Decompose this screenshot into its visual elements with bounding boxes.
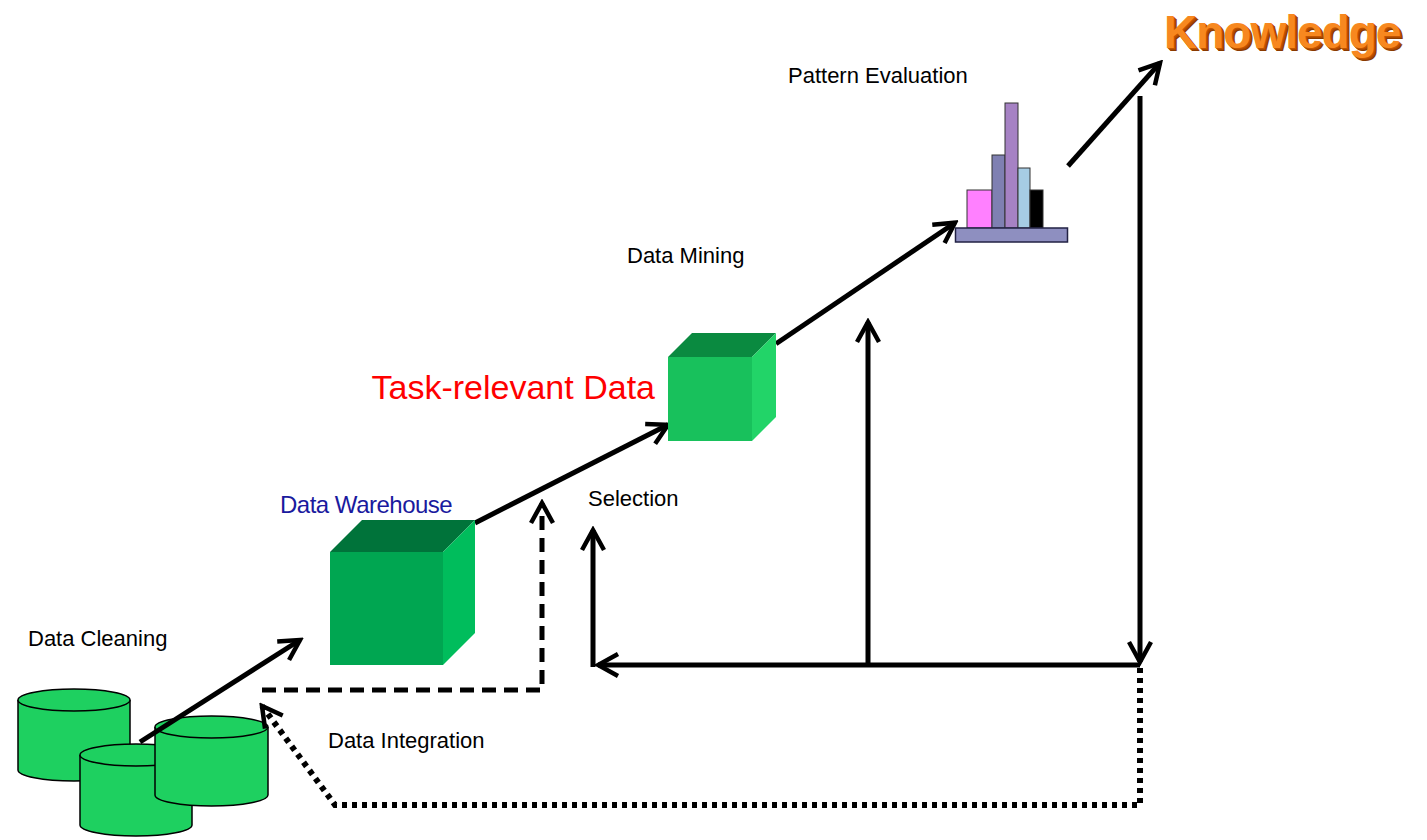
chart-bar xyxy=(1030,190,1043,228)
process-arrow xyxy=(776,223,955,344)
cube-side xyxy=(752,333,776,441)
cylinder-body xyxy=(155,727,268,806)
step-label: Data Mining xyxy=(627,243,744,269)
node-label: Task-relevant Data xyxy=(372,367,655,408)
pattern-chart: Pattern Evaluation xyxy=(955,103,1068,243)
cube-front xyxy=(668,357,752,441)
chart-bar xyxy=(967,190,992,228)
dashed-feedback-line xyxy=(262,503,542,690)
chart-base xyxy=(956,228,1068,242)
cylinder-top xyxy=(18,689,130,711)
step-label: Selection xyxy=(588,486,679,512)
process-arrow xyxy=(1068,63,1160,166)
dotted-feedback-line xyxy=(262,668,1140,805)
chart-bar xyxy=(1018,168,1030,228)
knowledge-box: Knowledge xyxy=(1160,2,1404,63)
cube-shape xyxy=(668,333,776,441)
database-cylinder xyxy=(155,716,268,806)
node-label: Knowledge xyxy=(1164,6,1400,59)
node-label: Data Warehouse xyxy=(280,491,452,520)
step-label: Data Cleaning xyxy=(28,626,167,652)
feedback-line xyxy=(866,322,871,665)
chart-bar xyxy=(1005,103,1018,228)
feedback-line xyxy=(591,530,596,667)
step-label: Data Integration xyxy=(328,728,485,754)
database-cylinders xyxy=(18,689,268,836)
bar-chart-icon xyxy=(955,103,1068,243)
cube-front xyxy=(330,552,443,665)
chart-bar xyxy=(992,155,1005,228)
feedback-line xyxy=(1138,96,1143,662)
task-data-cube: Task-relevant Data xyxy=(668,333,776,441)
cube-shape xyxy=(330,520,475,665)
data-warehouse-cube: Data Warehouse xyxy=(330,520,475,665)
cube-side xyxy=(443,520,475,665)
node-label: Pattern Evaluation xyxy=(788,63,968,89)
